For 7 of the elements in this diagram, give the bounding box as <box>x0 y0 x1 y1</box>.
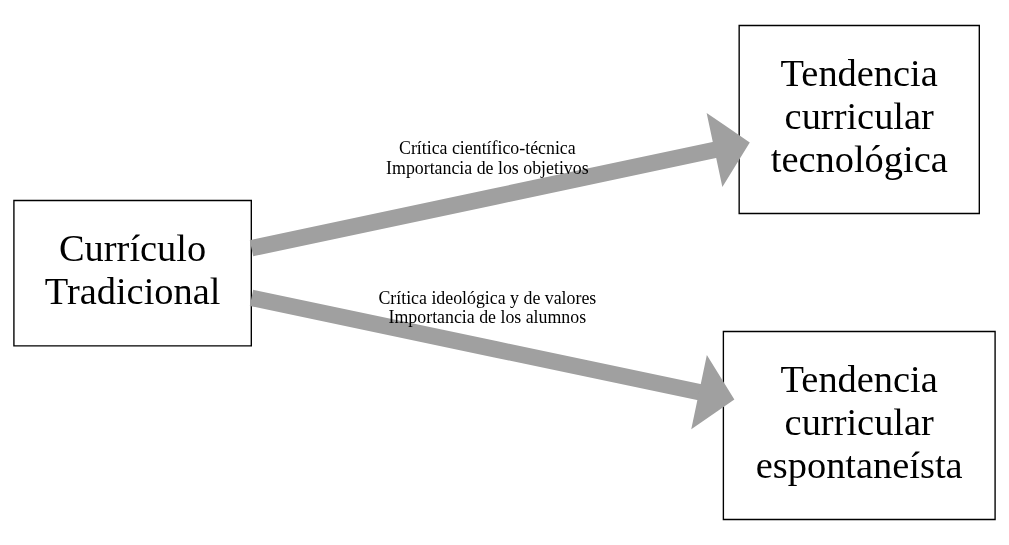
edge-label: Crítica científico-técnica Importancia de los objetivos <box>386 138 589 178</box>
node-box: Tendencia curricular tecnológica <box>738 24 980 215</box>
node-box: Tendencia curricular espontaneísta <box>722 330 996 521</box>
node-box: Currículo Tradicional <box>13 199 252 347</box>
arrow <box>249 289 735 430</box>
arrow <box>249 112 750 257</box>
edge-label: Crítica ideológica y de valores Importancia de los alumnos <box>378 287 597 328</box>
